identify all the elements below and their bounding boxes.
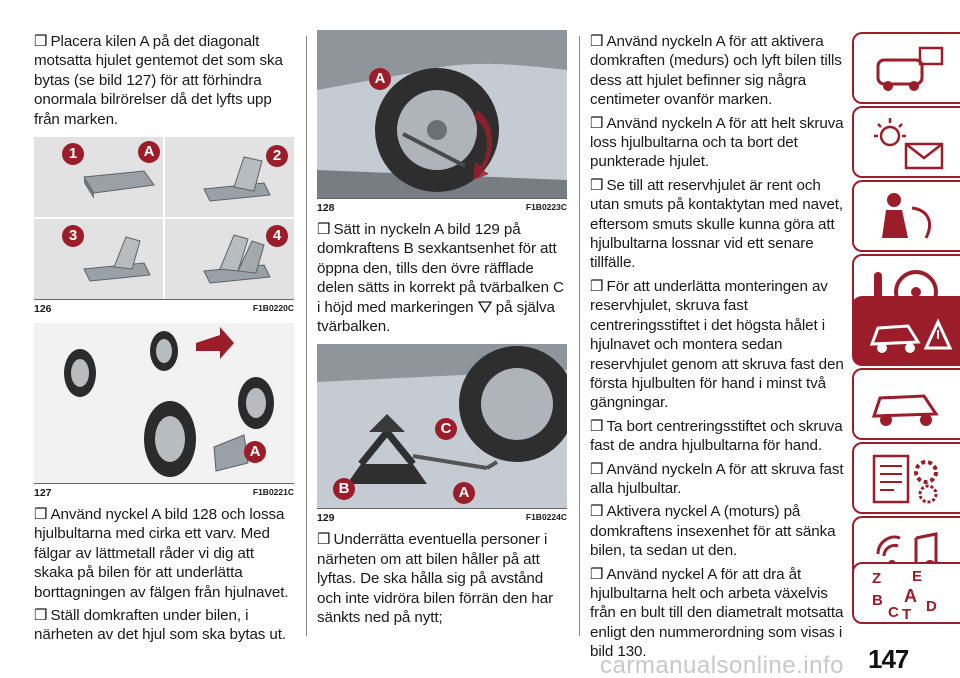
figure-127: A 127 F1B0221C: [34, 323, 294, 500]
callout-a: A: [369, 68, 391, 90]
callout-a: A: [453, 482, 475, 505]
column-middle: A 128 F1B0223C ❒Sätt in nyckeln A bild 1…: [317, 30, 567, 631]
callout-a: A: [138, 141, 160, 164]
step-remove-wheel: ❒Använd nyckeln A för att helt skruva lo…: [590, 114, 844, 171]
technical-data-icon: [872, 454, 938, 504]
instruction-insert-key: ❒Sätt in nyckeln A bild 129 på domkrafte…: [317, 221, 564, 336]
callout-3: 3: [62, 225, 84, 248]
instruction-wedge: ❒Placera kilen A på det diagonalt motsat…: [34, 33, 283, 128]
page-number: 147: [868, 644, 909, 674]
wrench-on-wheel-illustration: [317, 30, 567, 198]
safety-icon: [882, 193, 931, 239]
tab-maintenance[interactable]: [852, 368, 960, 440]
column-right: ❒Använd nyckeln A för att aktivera domkr…: [590, 32, 845, 666]
callout-2: 2: [266, 145, 288, 168]
step-final-tighten: ❒Använd nyckel A för att dra åt hjulbult…: [590, 565, 844, 661]
maintenance-icon: [871, 394, 939, 426]
tab-index[interactable]: Z E A B C T D: [852, 562, 960, 624]
figure-caption: 128 F1B0223C: [317, 198, 567, 214]
figure-128: A 128 F1B0223C: [317, 30, 567, 214]
step-lower-car: ❒Aktivera nyckel A (moturs) på domkrafte…: [590, 503, 836, 560]
figure-129: C B A 129 F1B0224C: [317, 344, 567, 525]
callout-4: 4: [266, 225, 288, 248]
dashboard-icon: [876, 46, 944, 91]
tab-technical-data[interactable]: [852, 442, 960, 514]
watermark: carmanualsonline.info: [600, 652, 844, 678]
index-icon: Z E A B C T D: [872, 568, 937, 623]
column-divider: [306, 36, 307, 636]
callout-a: A: [244, 441, 266, 464]
step-tighten-bolts: ❒Använd nyckeln A för att skruva fast al…: [590, 460, 844, 497]
step-remove-pin: ❒Ta bort centreringsstiftet och skruva f…: [590, 417, 843, 455]
emergency-icon: [869, 318, 953, 353]
figure-caption: 129 F1B0224C: [317, 508, 567, 525]
callout-c: C: [435, 418, 457, 441]
column-left: ❒Placera kilen A på det diagonalt motsat…: [34, 32, 294, 649]
step-clean-spare: ❒Se till att reservhjulet är rent och ut…: [590, 176, 844, 272]
tab-warning-lights[interactable]: [852, 106, 960, 178]
triangle-marking-icon: [477, 300, 492, 313]
column-divider: [579, 36, 580, 636]
figure-126: 1 A 2 3 4 126 F1B0220C: [34, 137, 294, 316]
step-raise-car: ❒Använd nyckeln A för att aktivera domkr…: [590, 33, 842, 109]
figure-caption: 127 F1B0221C: [34, 483, 294, 500]
figure-caption: 126 F1B0220C: [34, 299, 294, 316]
tab-safety[interactable]: [852, 180, 960, 252]
instruction-place-jack: ❒Ställ domkraften under bilen, i närhete…: [34, 607, 286, 644]
instruction-warn-people: ❒Underrätta eventuella personer i närhet…: [317, 531, 554, 627]
step-mount-spare: ❒För att underlätta monteringen av reser…: [590, 277, 844, 412]
warning-lights-icon: [874, 118, 944, 170]
tab-emergency[interactable]: [852, 296, 960, 366]
instruction-loosen-bolts: ❒Använd nyckel A bild 128 och lossa hjul…: [34, 506, 289, 601]
callout-1: 1: [62, 143, 84, 166]
callout-b: B: [333, 478, 355, 501]
tab-dashboard[interactable]: [852, 32, 960, 104]
wheels-illustration: [34, 323, 294, 484]
wedge-illustration: [34, 137, 294, 300]
